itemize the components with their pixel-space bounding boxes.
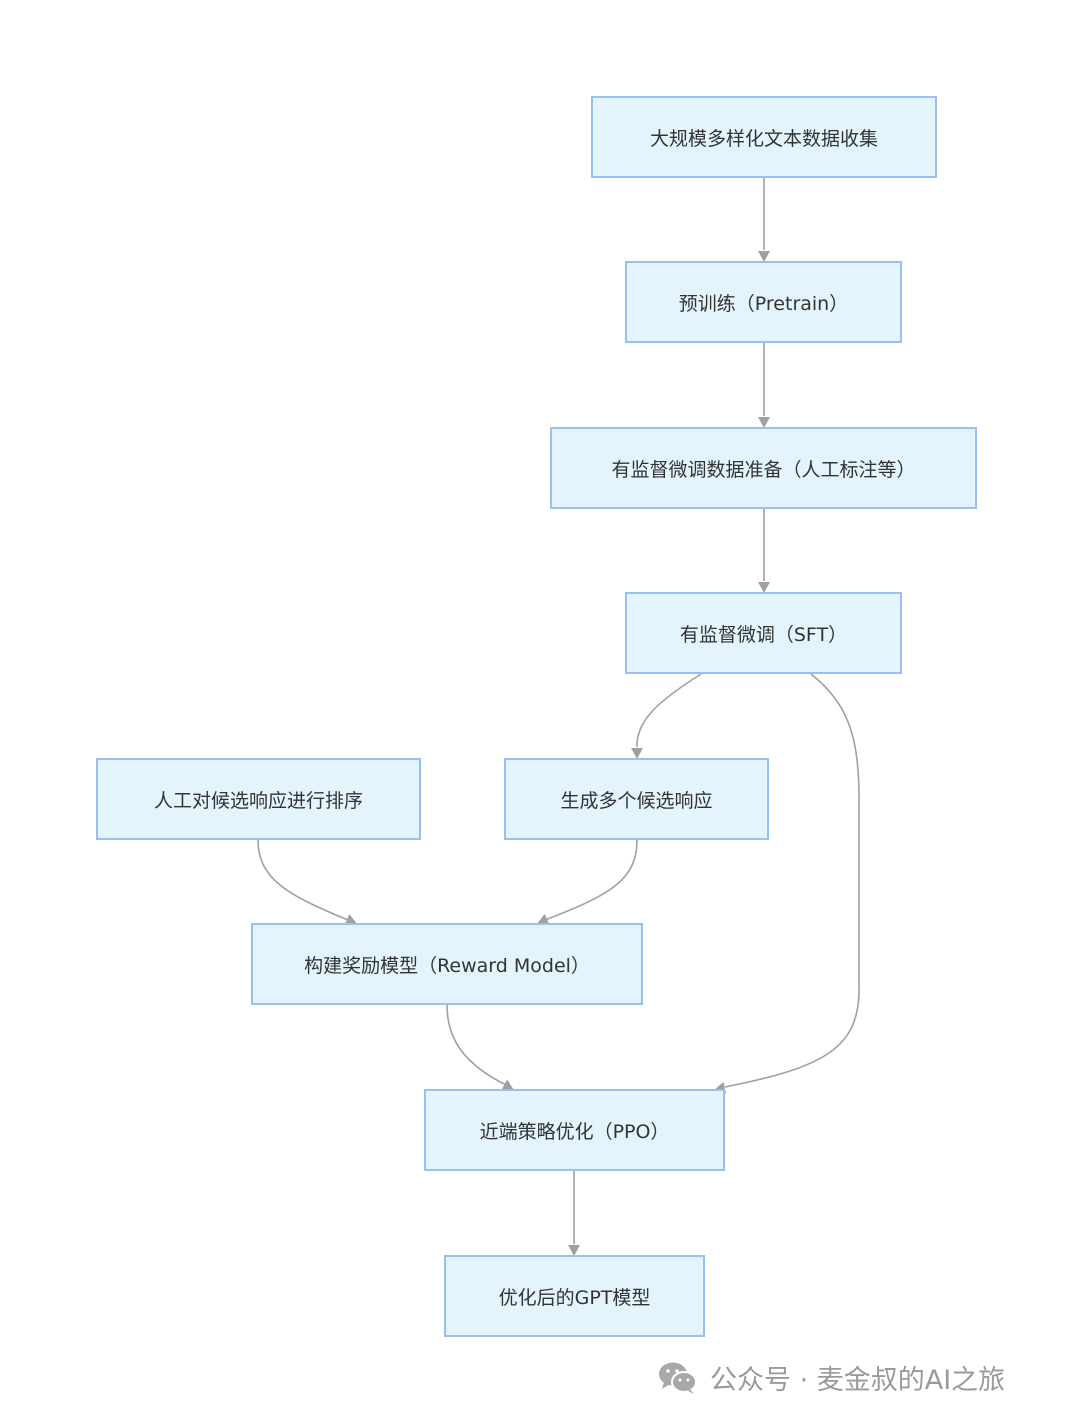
- edge-sft-to-ppo: [724, 673, 860, 1088]
- node-label: 有监督微调（SFT）: [679, 623, 848, 646]
- arrowhead-pretrain-to-sft_data: [758, 417, 770, 428]
- node-label: 有监督微调数据准备（人工标注等）: [611, 458, 916, 481]
- node-label: 优化后的GPT模型: [498, 1286, 651, 1309]
- edge-sft-to-generate: [636, 673, 702, 748]
- edge-reward_model-to-ppo: [446, 1004, 509, 1087]
- arrowhead-ppo-to-final: [568, 1245, 580, 1256]
- node-label: 大规模多样化文本数据收集: [649, 127, 878, 150]
- watermark-text: 公众号 · 麦金叔的AI之旅: [710, 1365, 1006, 1396]
- arrowhead-collect-to-pretrain: [758, 251, 770, 262]
- node-data-collection: 大规模多样化文本数据收集: [591, 96, 937, 178]
- node-ppo: 近端策略优化（PPO）: [424, 1089, 725, 1171]
- edges-layer: [257, 178, 860, 1256]
- node-pretrain: 预训练（Pretrain）: [625, 261, 902, 343]
- node-label: 近端策略优化（PPO）: [479, 1120, 670, 1143]
- node-label: 预训练（Pretrain）: [678, 292, 849, 315]
- arrowhead-sft-to-generate: [631, 748, 643, 759]
- edge-generate-to-reward_model: [544, 839, 638, 921]
- wechat-icon: [659, 1362, 697, 1394]
- node-reward-model: 构建奖励模型（Reward Model）: [251, 923, 643, 1005]
- node-label: 人工对候选响应进行排序: [153, 789, 363, 812]
- arrowhead-reward_model-to-ppo: [501, 1079, 514, 1091]
- node-human-ranking: 人工对候选响应进行排序: [96, 758, 421, 840]
- watermark: 公众号 · 麦金叔的AI之旅: [658, 1358, 1005, 1397]
- node-optimized-gpt: 优化后的GPT模型: [444, 1255, 705, 1337]
- node-sft: 有监督微调（SFT）: [625, 592, 902, 674]
- node-label: 生成多个候选响应: [560, 789, 713, 812]
- edge-human_rank-to-reward_model: [257, 839, 349, 921]
- arrowhead-human_rank-to-reward_model: [344, 914, 357, 926]
- node-sft-data-prep: 有监督微调数据准备（人工标注等）: [550, 427, 977, 509]
- arrowhead-generate-to-reward_model: [537, 914, 550, 926]
- node-label: 构建奖励模型（Reward Model）: [304, 954, 590, 977]
- arrowhead-sft_data-to-sft: [758, 582, 770, 593]
- node-generate-candidates: 生成多个候选响应: [504, 758, 769, 840]
